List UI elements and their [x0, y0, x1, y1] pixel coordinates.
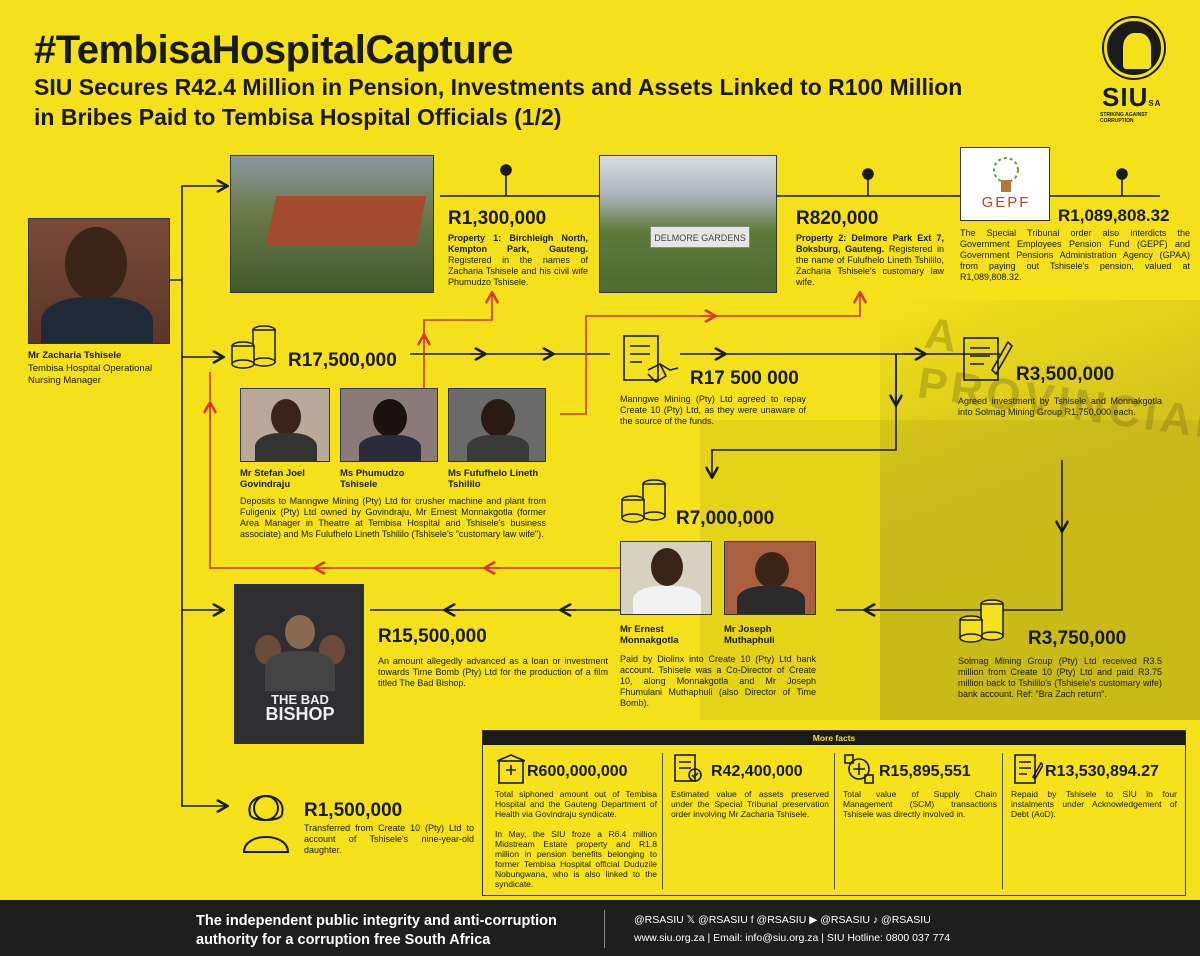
- gepf-tree-icon: [993, 157, 1019, 192]
- coin-stack-icon: [959, 599, 1004, 643]
- fact-item: R13,530,894.27 Repaid by Tshisele to SIU…: [1007, 753, 1183, 889]
- siu-seal-icon: [1104, 18, 1164, 78]
- diolinx-description: Paid by Diolinx into Create 10 (Pty) Ltd…: [620, 654, 816, 708]
- daughter-amount: R1,500,000: [304, 800, 403, 821]
- property-1-description: Property 1: Birchleigh North, Kempton Pa…: [448, 233, 588, 287]
- pension-description: The Special Tribunal order also interdic…: [960, 228, 1190, 282]
- page-subtitle: SIU Secures R42.4 Million in Pension, In…: [34, 74, 963, 130]
- coin-stack-icon: [231, 325, 276, 369]
- person-name: Mr Ernest Monnakgotla: [620, 624, 679, 646]
- person-name: Ms Fufufhelo Lineth Tshililo: [448, 468, 539, 490]
- fact-item: R42,400,000 Estimated value of assets pr…: [667, 753, 835, 889]
- contract-pen-icon: [963, 337, 1013, 381]
- fulufhelo-tshililo-photo: [448, 388, 546, 462]
- solmag-investment-amount: R3,500,000: [1016, 364, 1115, 385]
- govindraju-photo: [240, 388, 330, 462]
- more-facts-header: More facts: [483, 731, 1185, 745]
- daughter-description: Transferred from Create 10 (Pty) Ltd to …: [304, 823, 474, 855]
- footer-divider: [604, 910, 605, 948]
- main-person-name: Mr Zacharia Tshisele: [28, 350, 122, 361]
- solmag-investment-description: Agreed investment by Tshisele and Monnak…: [958, 396, 1162, 417]
- property-2-photo: DELMORE GARDENS: [599, 155, 777, 293]
- manngwe-amount: R17 500 000: [690, 368, 799, 389]
- person-name: Ms Phumudzo Tshisele: [340, 468, 405, 490]
- supply-chain-icon: [844, 754, 874, 784]
- manngwe-description: Manngwe Mining (Pty) Ltd agreed to repay…: [620, 394, 806, 426]
- film-amount: R15,500,000: [378, 626, 487, 647]
- deposits-amount: R17,500,000: [288, 350, 397, 371]
- coin-stack-icon: [621, 479, 666, 523]
- property-1-photo: [230, 155, 434, 293]
- person-name: Mr Stefan Joel Govindraju: [240, 468, 305, 490]
- footer-social-links[interactable]: @RSASIU 𝕏 @RSASIU f @RSASIU ▶ @RSASIU ♪ …: [634, 914, 931, 926]
- diolinx-amount: R7,000,000: [676, 508, 775, 529]
- property-1-amount: R1,300,000: [448, 208, 547, 229]
- more-facts-panel: More facts R600,000,000 Total siphoned a…: [482, 730, 1186, 896]
- fact-item: R600,000,000 Total siphoned amount out o…: [491, 753, 663, 889]
- pension-amount: R1,089,808.32: [1058, 206, 1170, 225]
- person-name: Mr Joseph Muthaphuli: [724, 624, 775, 646]
- property-2-description: Property 2: Delmore Park Ext 7, Boksburg…: [796, 233, 945, 287]
- girl-avatar-icon: [242, 795, 290, 853]
- gepf-logo: GEPF: [960, 147, 1050, 221]
- document-check-icon: [674, 754, 702, 782]
- main-person-role: Tembisa Hospital Operational Nursing Man…: [28, 363, 153, 386]
- monnakgotla-photo: [620, 541, 712, 615]
- background-building-photo: [880, 300, 1200, 720]
- invoice-pen-icon: [1014, 754, 1043, 784]
- solmag-return-amount: R3,750,000: [1028, 628, 1127, 649]
- footer-contact[interactable]: www.siu.org.za | Email: info@siu.org.za …: [634, 932, 951, 944]
- deposits-description: Deposits to Manngwe Mining (Pty) Ltd for…: [240, 496, 546, 539]
- page-title: #TembisaHospitalCapture: [34, 28, 514, 72]
- siu-logo-text: SIUSA: [1102, 82, 1162, 112]
- footer-tagline: The independent public integrity and ant…: [196, 913, 557, 948]
- property-2-amount: R820,000: [796, 208, 879, 229]
- phumudzo-tshisele-photo: [340, 388, 438, 462]
- muthaphuli-photo: [724, 541, 816, 615]
- siu-logo-tagline: STRIKING AGAINST CORRUPTION: [1100, 112, 1148, 124]
- handshake-document-icon: [623, 335, 679, 384]
- hospital-icon: [496, 754, 526, 784]
- film-description: An amount allegedly advanced as a loan o…: [378, 656, 608, 688]
- siu-logo: SIUSA STRIKING AGAINST CORRUPTION: [1100, 18, 1168, 124]
- fact-item: R15,895,551 Total value of Supply Chain …: [839, 753, 1003, 889]
- footer: The independent public integrity and ant…: [0, 900, 1200, 956]
- solmag-return-description: Solmag Mining Group (Pty) Ltd received R…: [958, 656, 1162, 699]
- zacharia-tshisele-photo: [28, 218, 170, 344]
